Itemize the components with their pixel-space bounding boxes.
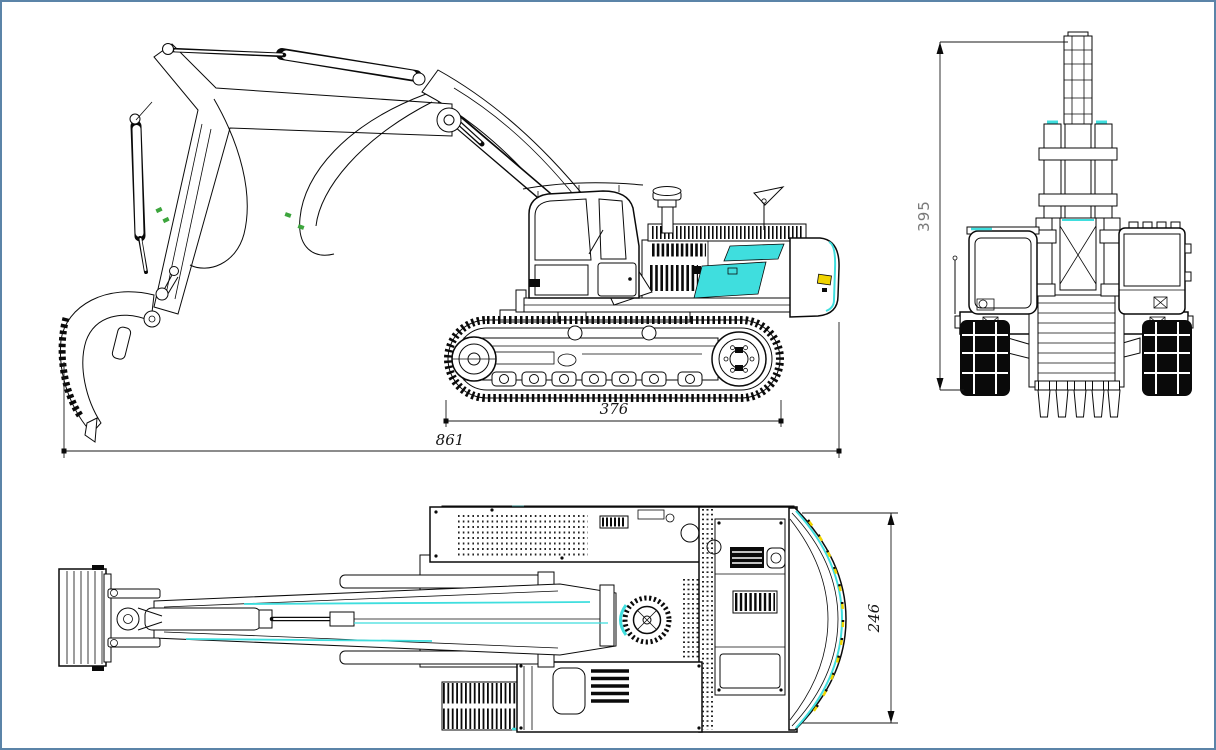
top-deck-details [434,508,786,730]
front-view: 395 [915,31,1194,418]
front-boom [1031,31,1125,297]
roof-handrail [522,182,644,190]
top-counterweight [788,507,847,731]
hydraulic-hose [315,101,433,227]
side-hatch-panel-small [723,243,785,262]
dimension-label-overall-height: 395 [915,200,933,232]
muffler [652,186,682,234]
top-view: 246 [58,505,898,733]
side-view: 376 861 [58,43,842,458]
dimension-overall-length: 861 [61,322,842,458]
side-hatch-panel-large [693,261,767,299]
side-cab [522,182,644,299]
stick [153,43,453,315]
top-bucket [58,565,163,671]
top-slew-ring [619,595,672,645]
counterweight [789,237,840,318]
dimension-track-length: 376 [443,400,784,427]
side-body [515,186,840,318]
front-track-right [1142,320,1192,396]
side-undercarriage [444,309,784,402]
front-track-left [960,320,1010,396]
dimension-overall-width: 246 [802,512,898,724]
dimension-label-track-length: 376 [600,400,629,418]
hydraulic-hose [299,93,427,256]
front-cab [966,226,1040,315]
dimension-label-overall-width: 246 [865,603,883,633]
dimension-label-overall-length: 861 [436,431,465,449]
hydraulic-hose [189,98,248,269]
dimension-overall-height: 395 [915,41,1068,391]
top-boom-assembly [144,571,617,668]
front-body-cabinet [1118,221,1192,315]
antenna [753,186,785,230]
bucket [58,266,179,443]
front-bucket [1028,292,1125,418]
